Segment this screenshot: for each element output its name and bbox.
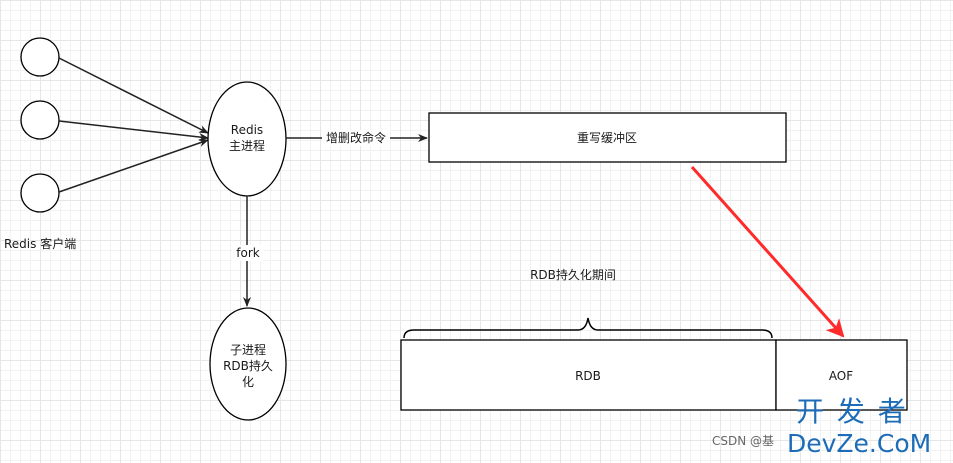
rdb-period-label: RDB持久化期间	[530, 267, 616, 282]
client-node-2	[20, 100, 60, 140]
write-commands-label: 增删改命令	[326, 130, 386, 145]
client-node-1	[20, 37, 60, 77]
client-3-edge	[58, 139, 209, 193]
child-process-label-1: 子进程	[230, 342, 266, 357]
main-process-label-2: 主进程	[229, 138, 265, 153]
child-process-label-2: RDB持久	[223, 358, 273, 373]
client-1-edge	[58, 57, 209, 134]
csdn-watermark: CSDN @基	[712, 434, 774, 448]
brand-watermark-top: 开 发 者	[796, 395, 908, 428]
rdb-block	[400, 339, 777, 411]
rdb-block-label: RDB	[575, 369, 601, 383]
rdb-period-brace	[403, 317, 773, 339]
child-process-label-3: 化	[242, 375, 254, 389]
highlight-arrow	[690, 166, 845, 338]
aof-block-label: AOF	[829, 369, 853, 383]
fork-label-bg	[232, 245, 263, 261]
child-process-node	[209, 307, 287, 421]
brand-watermark-bottom: DevZe.CoM	[787, 429, 931, 458]
client-2-edge	[58, 120, 209, 141]
write-commands-label-bg	[322, 130, 390, 146]
client-node-3	[20, 173, 60, 213]
fork-label: fork	[236, 246, 260, 260]
clients-label: Redis 客户端	[4, 236, 76, 251]
main-process-label-1: Redis	[231, 123, 263, 137]
rewrite-buffer-node	[428, 112, 787, 163]
rewrite-buffer-label: 重写缓冲区	[577, 130, 637, 145]
aof-block	[775, 339, 908, 411]
